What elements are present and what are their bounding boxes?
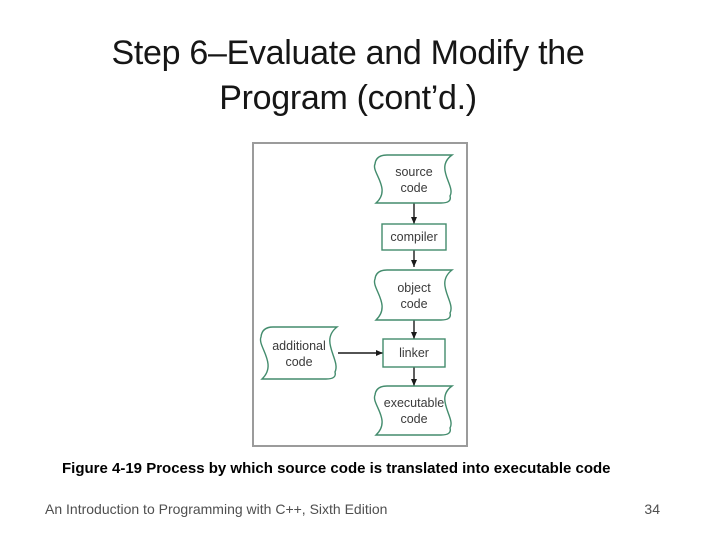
compiler-label: compiler [390, 230, 437, 244]
object-code-tape-shape [373, 269, 455, 321]
flowchart-svg: source code compiler object code additio… [259, 154, 455, 436]
footer-book-title: An Introduction to Programming with C++,… [45, 501, 388, 517]
linker-node: linker [382, 338, 446, 368]
object-code-node: object code [373, 269, 455, 321]
source-code-label-line2: code [400, 181, 427, 195]
figure-caption: Figure 4-19 Process by which source code… [62, 460, 611, 477]
executable-code-label-line1: executable [384, 396, 445, 410]
linker-label: linker [399, 346, 429, 360]
executable-code-node: executable code [373, 385, 455, 436]
slide-title-line1: Step 6–Evaluate and Modify the [111, 34, 585, 72]
slide-page-number: 34 [644, 501, 660, 517]
additional-code-label-line2: code [285, 355, 312, 369]
additional-code-label-line1: additional [272, 339, 326, 353]
additional-code-tape-shape [259, 326, 340, 380]
figure-panel: source code compiler object code additio… [252, 142, 468, 447]
source-code-tape-shape [373, 154, 455, 204]
object-code-label-line2: code [400, 297, 427, 311]
slide-title-line2: Program (cont’d.) [219, 79, 477, 117]
executable-code-tape-shape [373, 385, 455, 436]
compiler-node: compiler [381, 223, 447, 251]
linker-rect-shape [382, 338, 446, 368]
compiler-rect-shape [381, 223, 447, 251]
executable-code-label-line2: code [400, 412, 427, 426]
additional-code-node: additional code [259, 326, 340, 380]
source-code-node: source code [373, 154, 455, 204]
object-code-label-line1: object [397, 281, 431, 295]
source-code-label-line1: source [395, 165, 433, 179]
